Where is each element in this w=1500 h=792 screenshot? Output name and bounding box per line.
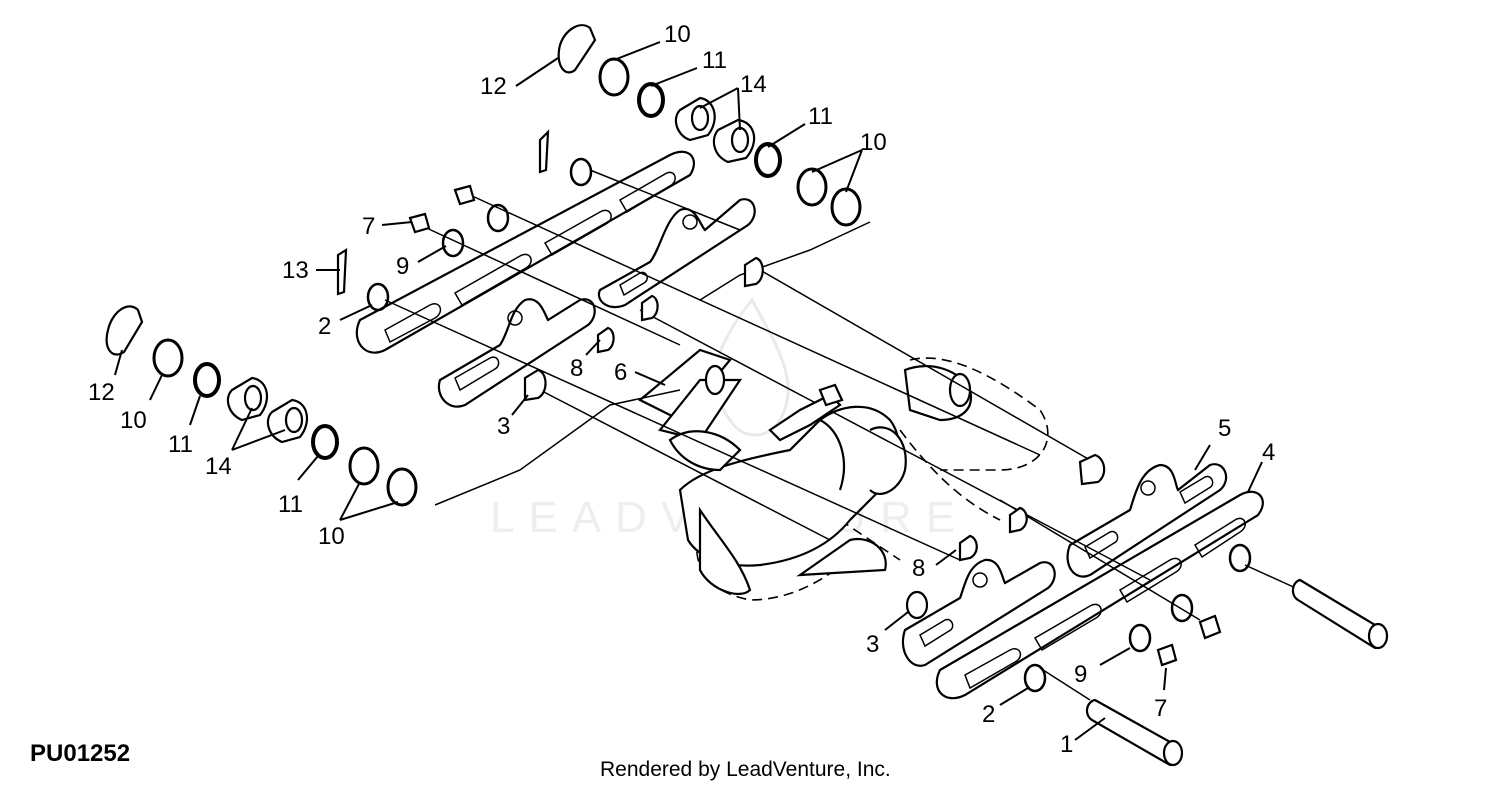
callout-8: 8 <box>570 355 583 382</box>
callout-2: 2 <box>982 701 995 728</box>
callout-13: 13 <box>282 257 309 284</box>
upper-hardware-kit <box>336 24 862 402</box>
leader-lines <box>114 41 1263 741</box>
link-plate-4 <box>935 490 1264 700</box>
callout-1: 1 <box>1060 731 1073 758</box>
lower-offset-link-plate <box>437 298 596 408</box>
left-hardware-kit <box>105 305 418 507</box>
link-plate-5 <box>1066 463 1228 578</box>
callout-9: 9 <box>396 253 409 280</box>
assembly-axis-lines <box>384 169 1301 701</box>
lower-hardware <box>768 383 1389 767</box>
callout-3: 3 <box>866 631 879 658</box>
lower-offset-link-plate-2 <box>901 558 1056 667</box>
callout-10: 10 <box>318 523 345 550</box>
callout-11: 11 <box>168 431 193 458</box>
callout-11: 11 <box>278 491 303 518</box>
callout-11: 11 <box>702 47 727 74</box>
callout-5: 5 <box>1218 415 1231 442</box>
callout-8: 8 <box>912 555 925 582</box>
callout-4: 4 <box>1262 439 1275 466</box>
callout-10: 10 <box>120 407 147 434</box>
callout-2: 2 <box>318 313 331 340</box>
pivot-bracket <box>638 348 973 595</box>
callout-14: 14 <box>740 71 767 98</box>
callout-9: 9 <box>1074 661 1087 688</box>
callout-11: 11 <box>808 103 833 130</box>
upper-link-plate <box>355 150 695 354</box>
callout-3: 3 <box>497 413 510 440</box>
diagram-id: PU01252 <box>30 740 131 767</box>
callout-12: 12 <box>480 73 507 100</box>
upper-offset-link-plate <box>597 198 756 309</box>
callout-14: 14 <box>205 453 232 480</box>
callout-7: 7 <box>1154 695 1167 722</box>
callout-12: 12 <box>88 379 115 406</box>
callout-6: 6 <box>614 359 627 386</box>
callout-7: 7 <box>362 213 375 240</box>
pivot-housing-outline <box>695 357 1049 601</box>
callouts: 10 12 11 14 11 10 7 9 13 2 8 6 3 12 10 1… <box>88 21 1275 758</box>
callout-10: 10 <box>664 21 691 48</box>
callout-10: 10 <box>860 129 887 156</box>
render-credit: Rendered by LeadVenture, Inc. <box>600 758 891 781</box>
